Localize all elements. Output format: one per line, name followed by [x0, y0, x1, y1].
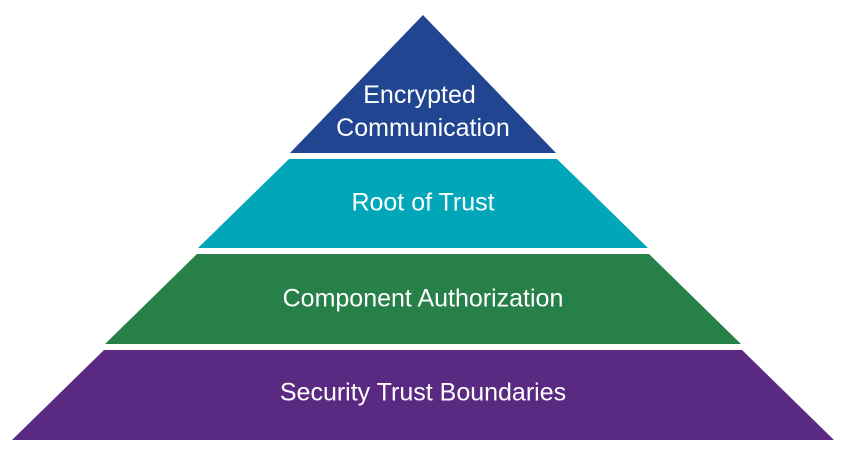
layer-label-encrypted-communication: Encrypted Communication: [336, 81, 510, 142]
layer-label-component-authorization: Component Authorization: [283, 285, 564, 313]
pyramid-layer-security-trust-boundaries: [12, 350, 834, 440]
layer-label-line: Communication: [336, 114, 510, 142]
layer-label-security-trust-boundaries: Security Trust Boundaries: [280, 379, 566, 407]
pyramid-layer-encrypted-communication: [290, 15, 556, 153]
layer-label-root-of-trust: Root of Trust: [351, 189, 494, 217]
pyramid-layer-component-authorization: [105, 254, 741, 344]
pyramid-layer-root-of-trust: [198, 159, 648, 248]
layer-label-line: Encrypted: [363, 81, 476, 109]
